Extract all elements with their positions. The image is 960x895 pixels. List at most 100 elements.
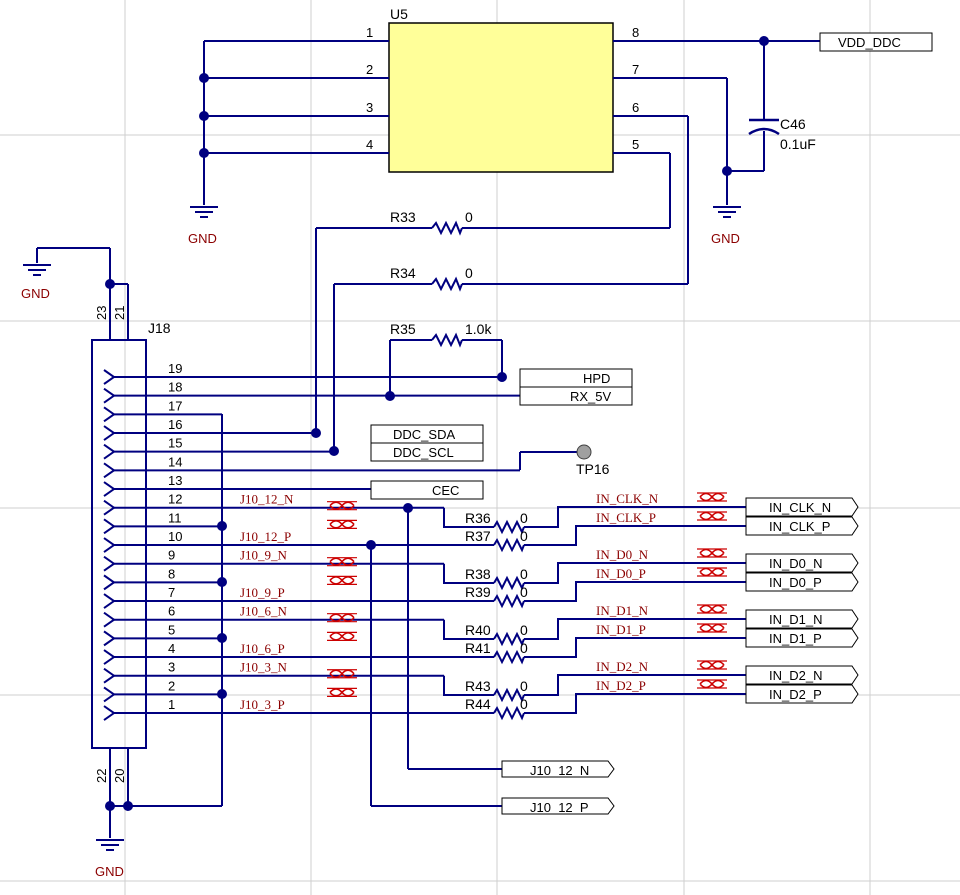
series-resistor-value: 0	[520, 510, 528, 526]
vdd-ddc-port[interactable]: VDD_DDC	[819, 32, 933, 52]
series-resistor-value: 0	[520, 678, 528, 694]
cec-port[interactable]: CEC	[370, 480, 484, 500]
c46-capacitor[interactable]: C46 0.1uF	[748, 116, 816, 152]
series-resistor-pair[interactable]	[493, 687, 525, 721]
u5-pin-5: 5	[632, 137, 639, 152]
gnd-symbol-c46: GND	[711, 206, 741, 246]
j18-contact-icon	[103, 443, 116, 460]
j18-pin-23: 23	[94, 306, 109, 320]
diff-net-label-right: IN_D0_N	[596, 547, 649, 562]
j18-body[interactable]	[91, 339, 147, 749]
j18-pin-number: 6	[168, 604, 175, 619]
tp16-test-point[interactable]: TP16	[576, 444, 610, 477]
port-right-p[interactable]: IN_D1_P	[745, 628, 859, 648]
j18-contact-icon	[103, 593, 116, 609]
diff-net-label-right: IN_D2_P	[596, 678, 646, 693]
j18-pin-number: 17	[168, 398, 182, 413]
gnd-symbol-j18-top: GND	[21, 247, 110, 301]
diff-net-label-right: IN_CLK_N	[596, 491, 659, 506]
j18-contact-icon	[103, 481, 116, 497]
port-j10-12-n[interactable]: J10_12_N	[501, 760, 615, 778]
series-resistor-ref: R41	[465, 640, 491, 656]
u5-designator: U5	[390, 6, 408, 22]
j18-pin-number: 14	[168, 454, 182, 469]
c46-value: 0.1uF	[780, 136, 816, 152]
series-resistor-ref: R40	[465, 622, 491, 638]
diff-net-label-right: IN_CLK_P	[596, 510, 656, 525]
series-resistor-ref: R39	[465, 584, 491, 600]
diff-pair-icon	[329, 688, 355, 697]
series-resistor-icon[interactable]	[493, 631, 525, 647]
hpd-label: HPD	[583, 371, 610, 386]
port-j10-12-n-label: J10_12_N	[530, 763, 589, 778]
diff-net-label-left: J10_6_P	[240, 641, 285, 656]
j18-contact-icon	[103, 555, 116, 572]
diff-net-label-left: J10_3_N	[240, 660, 288, 675]
gnd-label-u5: GND	[188, 231, 217, 246]
j18-contact-icon	[103, 462, 116, 479]
j18-contact-icon	[103, 425, 116, 441]
series-resistor-icon[interactable]	[493, 519, 525, 535]
r34-resistor[interactable]: R34 0	[390, 265, 473, 292]
u5-ic[interactable]: U5 1 2 3 4 8 7 6 5	[204, 6, 820, 173]
u5-pin-6: 6	[632, 100, 639, 115]
ddc-scl-port[interactable]: DDC_SCL	[370, 442, 484, 462]
r34-ref: R34	[390, 265, 416, 281]
diff-pair-icon	[329, 557, 355, 566]
r34-value: 0	[465, 265, 473, 281]
r33-resistor[interactable]: R33 0	[390, 209, 473, 236]
j18-contact-icon	[103, 649, 116, 665]
series-resistor-ref: R43	[465, 678, 491, 694]
series-resistor-value: 0	[520, 696, 528, 712]
j18-pin-number: 4	[168, 641, 175, 656]
diff-pair-icon	[329, 576, 355, 585]
gnd-label-c46: GND	[711, 231, 740, 246]
rx5v-port[interactable]: RX_5V	[519, 386, 633, 406]
gnd-symbol-j18-bottom: GND	[95, 839, 124, 879]
port-right-n[interactable]: IN_D1_N	[745, 609, 859, 629]
series-resistor-pair[interactable]	[493, 575, 525, 609]
port-right-label: IN_D2_P	[769, 687, 822, 702]
j18-pin-21: 21	[112, 306, 127, 320]
port-right-label: IN_D2_N	[769, 668, 822, 683]
diff-net-label-left: J10_3_P	[240, 697, 285, 712]
r33-ref: R33	[390, 209, 416, 225]
diff-net-label-right: IN_D1_P	[596, 622, 646, 637]
u5-body[interactable]	[388, 22, 614, 173]
port-right-p[interactable]: IN_CLK_P	[745, 516, 859, 536]
port-right-n[interactable]: IN_D0_N	[745, 553, 859, 573]
diff-pair-icon	[329, 501, 355, 510]
j18-contact-icon	[103, 574, 116, 591]
port-right-label: IN_CLK_P	[769, 519, 830, 534]
port-right-n[interactable]: IN_CLK_N	[745, 497, 859, 517]
series-resistor-pair[interactable]	[493, 631, 525, 665]
port-right-p[interactable]: IN_D2_P	[745, 684, 859, 704]
hpd-port[interactable]: HPD	[519, 368, 633, 388]
series-resistor-icon[interactable]	[493, 593, 525, 609]
u5-pin-3: 3	[366, 100, 373, 115]
gnd-label-j18-bottom: GND	[95, 864, 124, 879]
ddc-scl-label: DDC_SCL	[393, 445, 454, 460]
diff-pair-icon	[699, 511, 725, 521]
series-resistor-icon[interactable]	[493, 705, 525, 721]
r35-resistor[interactable]: R35 1.0k	[390, 321, 502, 348]
port-right-n[interactable]: IN_D2_N	[745, 665, 859, 685]
port-j10-12-p[interactable]: J10_12_P	[501, 797, 615, 815]
u5-pin-4: 4	[366, 137, 373, 152]
port-j10-12-p-label: J10_12_P	[530, 800, 589, 815]
series-resistor-icon[interactable]	[493, 575, 525, 591]
ddc-sda-port[interactable]: DDC_SDA	[370, 424, 484, 444]
diff-pair-icon	[699, 548, 725, 558]
series-resistor-icon[interactable]	[493, 687, 525, 703]
series-resistor-icon[interactable]	[493, 649, 525, 665]
series-resistor-pair[interactable]	[493, 519, 525, 553]
diff-net-label-left: J10_9_P	[240, 585, 285, 600]
j18-contact-icon	[103, 705, 116, 721]
series-resistor-icon[interactable]	[493, 537, 525, 553]
diff-pair-icon	[329, 520, 355, 529]
j18-pin-number: 11	[168, 510, 182, 525]
j18-pin-number: 16	[168, 417, 182, 432]
port-right-p[interactable]: IN_D0_P	[745, 572, 859, 592]
